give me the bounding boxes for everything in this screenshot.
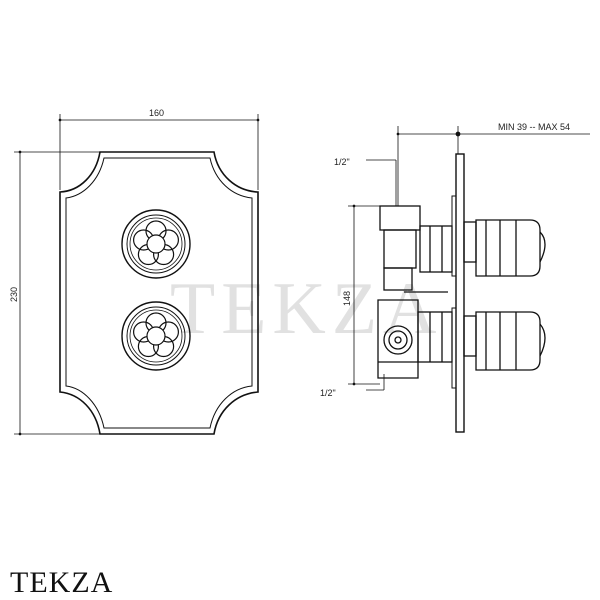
top-knob bbox=[121, 209, 191, 279]
depth-dimension bbox=[396, 126, 590, 206]
side-bottom-handle bbox=[463, 311, 546, 371]
front-plate-inner-outline bbox=[65, 157, 253, 429]
side-wall-plate bbox=[455, 153, 465, 433]
depth-label: MIN 39 -- MAX 54 bbox=[498, 122, 570, 132]
side-view bbox=[366, 153, 546, 433]
front-view bbox=[59, 151, 259, 435]
top-inlet-label: 1/2" bbox=[334, 157, 350, 167]
height-label: 230 bbox=[9, 287, 19, 302]
bottom-inlet-label: 1/2" bbox=[320, 388, 336, 398]
valve-body bbox=[377, 205, 453, 379]
watermark-text: TEKZA bbox=[170, 268, 443, 350]
front-plate-outline bbox=[59, 151, 259, 435]
height-dimension bbox=[14, 150, 100, 436]
width-label: 160 bbox=[149, 108, 164, 118]
spacing-dimension bbox=[348, 204, 380, 386]
side-top-handle bbox=[463, 219, 546, 277]
bottom-knob bbox=[121, 301, 191, 371]
brand-logo-text: TEKZA bbox=[10, 566, 114, 599]
spacing-label: 148 bbox=[342, 291, 352, 306]
